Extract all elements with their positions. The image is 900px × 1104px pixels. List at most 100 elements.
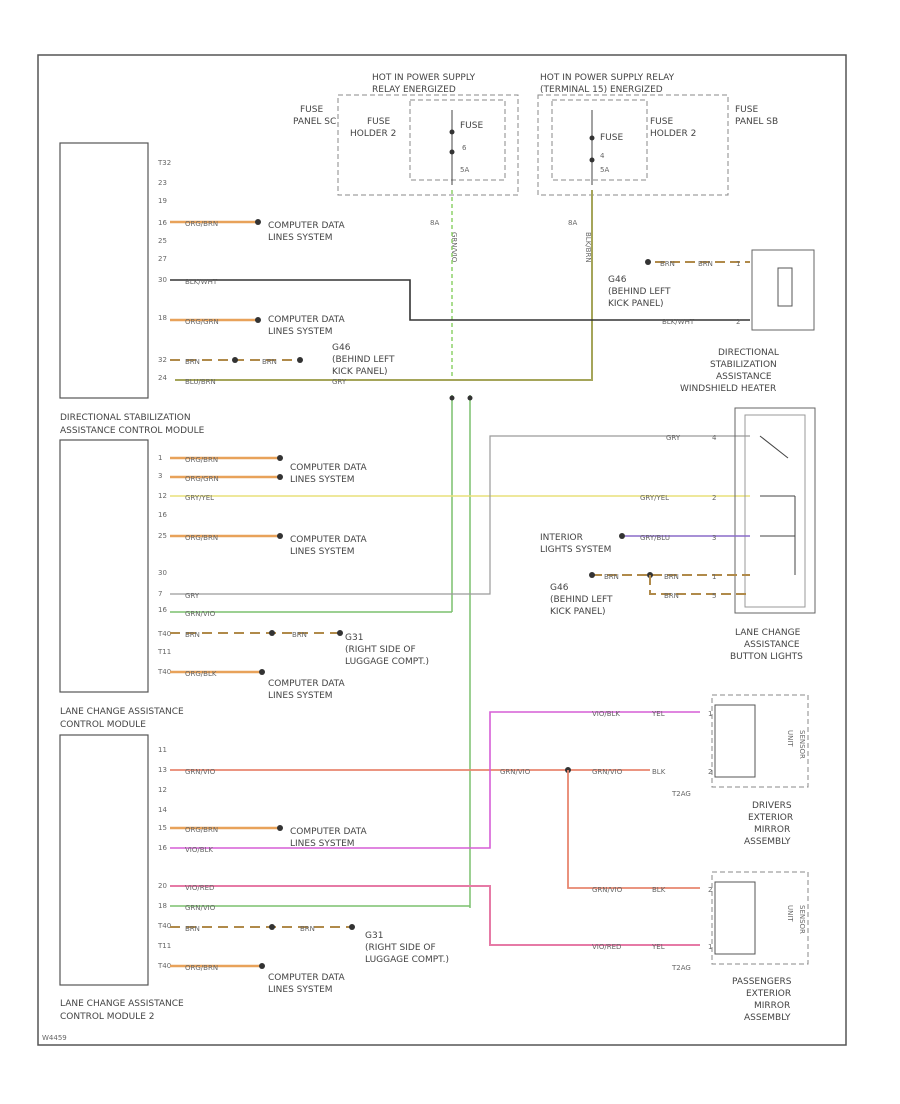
button-inner-box xyxy=(744,414,806,608)
m2-pin-9: T40 xyxy=(157,630,171,638)
m2-cdl-1b: LINES SYSTEM xyxy=(290,475,355,485)
heater-wire-1: BRN xyxy=(660,260,675,268)
m2-cdl-2a: COMPUTER DATA xyxy=(290,535,367,545)
m2-wire-8: BRN xyxy=(292,631,307,639)
m1-g1-b: (BEHIND LEFT xyxy=(332,355,395,365)
m2-cdl-3b: LINES SYSTEM xyxy=(268,691,333,701)
btn-dot-interior xyxy=(619,533,625,539)
heater-name-2: STABILIZATION xyxy=(710,360,777,370)
m2-wire-7: BRN xyxy=(185,631,200,639)
fuse-left-fuse-3: 5A xyxy=(460,166,469,174)
mp-wire-2: VIO/RED xyxy=(592,943,621,951)
btn-pin-1: 4 xyxy=(712,434,717,442)
md-name-4: ASSEMBLY xyxy=(744,837,791,847)
m3-g-c: LUGGAGE COMPT.) xyxy=(365,955,449,965)
md-side-1: SENSOR xyxy=(798,730,806,759)
m1-cdl-1a: COMPUTER DATA xyxy=(268,221,345,231)
module-1-name-2: ASSISTANCE CONTROL MODULE xyxy=(60,426,205,436)
m1-wire-3-label: ORG/GRN xyxy=(185,318,219,326)
m1-cdl-2b: LINES SYSTEM xyxy=(268,327,333,337)
md-color-2: BLK xyxy=(652,768,666,776)
m3-g-b: (RIGHT SIDE OF xyxy=(365,943,436,953)
m2-dot-3 xyxy=(277,533,283,539)
m2-pin-6: 30 xyxy=(158,569,167,577)
m3-pin-6: 16 xyxy=(158,844,167,852)
m1-wire-5-label: BRN xyxy=(262,358,277,366)
fuse-left-dot-b xyxy=(449,149,455,155)
module-1-dsa: T32 23 19 16 25 27 30 18 32 24 ORG/BRN C… xyxy=(59,142,750,436)
btn-pin-5: 5 xyxy=(712,592,716,600)
fuse-left-holder-1: FUSE xyxy=(367,117,390,127)
heater-g-b: (BEHIND LEFT xyxy=(608,287,671,297)
btn-g-b: (BEHIND LEFT xyxy=(550,595,613,605)
m1-wire-7-label: GRY xyxy=(332,378,347,386)
m1-g1-c: KICK PANEL) xyxy=(332,367,388,377)
m1-pin-8: 18 xyxy=(158,314,167,322)
heater-name-3: ASSISTANCE xyxy=(716,372,772,382)
mp-pin-1: 2 xyxy=(708,886,712,894)
m3-wire-8: ORG/BRN xyxy=(185,964,218,972)
m1-dot-2 xyxy=(255,317,261,323)
btn-ground-dot xyxy=(589,572,595,578)
m2-wire-gry xyxy=(170,435,750,595)
m2-dot-4 xyxy=(269,630,275,636)
fuse-panel-sb-box xyxy=(537,94,729,196)
module-3-box xyxy=(59,734,149,986)
fuse-right-hot-2: (TERMINAL 15) ENERGIZED xyxy=(540,85,663,95)
m1-pin-9: 32 xyxy=(158,356,167,364)
md-wire-4: GRN/VIO xyxy=(592,768,623,776)
module-3-name-1: LANE CHANGE ASSISTANCE xyxy=(60,999,184,1009)
mp-name-4: ASSEMBLY xyxy=(744,1013,791,1023)
fuse-right-dot-b xyxy=(589,157,595,163)
btn-pin-4: 1 xyxy=(712,573,716,581)
btn-wire-6: BRN xyxy=(664,592,679,600)
m3-g-a: G31 xyxy=(365,931,383,941)
fuse-right-fuse-2: 4 xyxy=(600,152,605,160)
fuse-block-left: HOT IN POWER SUPPLY RELAY ENERGIZED FUSE… xyxy=(293,73,519,263)
m2-pin-2: 3 xyxy=(158,472,162,480)
fuse-right-holder-2: HOLDER 2 xyxy=(650,129,696,139)
mirror-passenger: GRN/VIO BLK 2 VIO/RED YEL 1 T2AG SENSOR … xyxy=(592,871,809,1023)
m2-cdl-2b: LINES SYSTEM xyxy=(290,547,355,557)
center-dot-b xyxy=(467,395,473,401)
md-pin-1: 1 xyxy=(708,710,712,718)
m2-dot-1 xyxy=(277,455,283,461)
m1-wire-blkwht xyxy=(170,279,750,321)
btn-interior-2: LIGHTS SYSTEM xyxy=(540,545,611,555)
m2-wire-9: ORG/BLK xyxy=(185,670,217,678)
m1-dot-1 xyxy=(255,219,261,225)
md-wire-3: GRN/VIO xyxy=(500,768,531,776)
module-2-name-1: LANE CHANGE ASSISTANCE xyxy=(60,707,184,717)
md-pin-2: 2 xyxy=(708,768,712,776)
button-switch xyxy=(759,435,789,459)
wire-salmon-to-passenger xyxy=(567,770,700,889)
m1-g1-a: G46 xyxy=(332,343,351,353)
m2-pin-8: 16 xyxy=(158,606,167,614)
m2-wire-5: GRY xyxy=(185,592,200,600)
m1-pin-4: 16 xyxy=(158,219,167,227)
mp-name-3: MIRROR xyxy=(754,1001,790,1011)
m3-pin-3: 12 xyxy=(158,786,167,794)
windshield-heater: BRN BRN 1 G46 (BEHIND LEFT KICK PANEL) B… xyxy=(608,249,815,394)
heater-wire-2: BRN xyxy=(698,260,713,268)
mirror-pass-box xyxy=(711,871,809,965)
heater-ground-dot xyxy=(645,259,651,265)
m3-pin-9: T40 xyxy=(157,922,171,930)
m2-g-b: (RIGHT SIDE OF xyxy=(345,645,416,655)
mp-name-2: EXTERIOR xyxy=(746,989,791,999)
fuse-left-dot-a xyxy=(449,129,455,135)
heater-element xyxy=(777,267,793,307)
m3-pin-1: 11 xyxy=(158,746,167,754)
module-2-name-2: CONTROL MODULE xyxy=(60,720,146,730)
button-box xyxy=(734,407,816,614)
fuse-left-hot-1: HOT IN POWER SUPPLY xyxy=(372,73,476,83)
md-side-2: UNIT xyxy=(786,730,794,747)
m2-cdl-3a: COMPUTER DATA xyxy=(268,679,345,689)
btn-wire-3: GRY/BLU xyxy=(640,534,670,542)
md-name-3: MIRROR xyxy=(754,825,790,835)
md-name-1: DRIVERS xyxy=(752,801,792,811)
fuse-right-wire-label: BLK/BRN xyxy=(584,232,592,263)
fuse-left-panel-1: FUSE xyxy=(300,105,323,115)
fuse-right-panel-2: PANEL SB xyxy=(735,117,778,127)
